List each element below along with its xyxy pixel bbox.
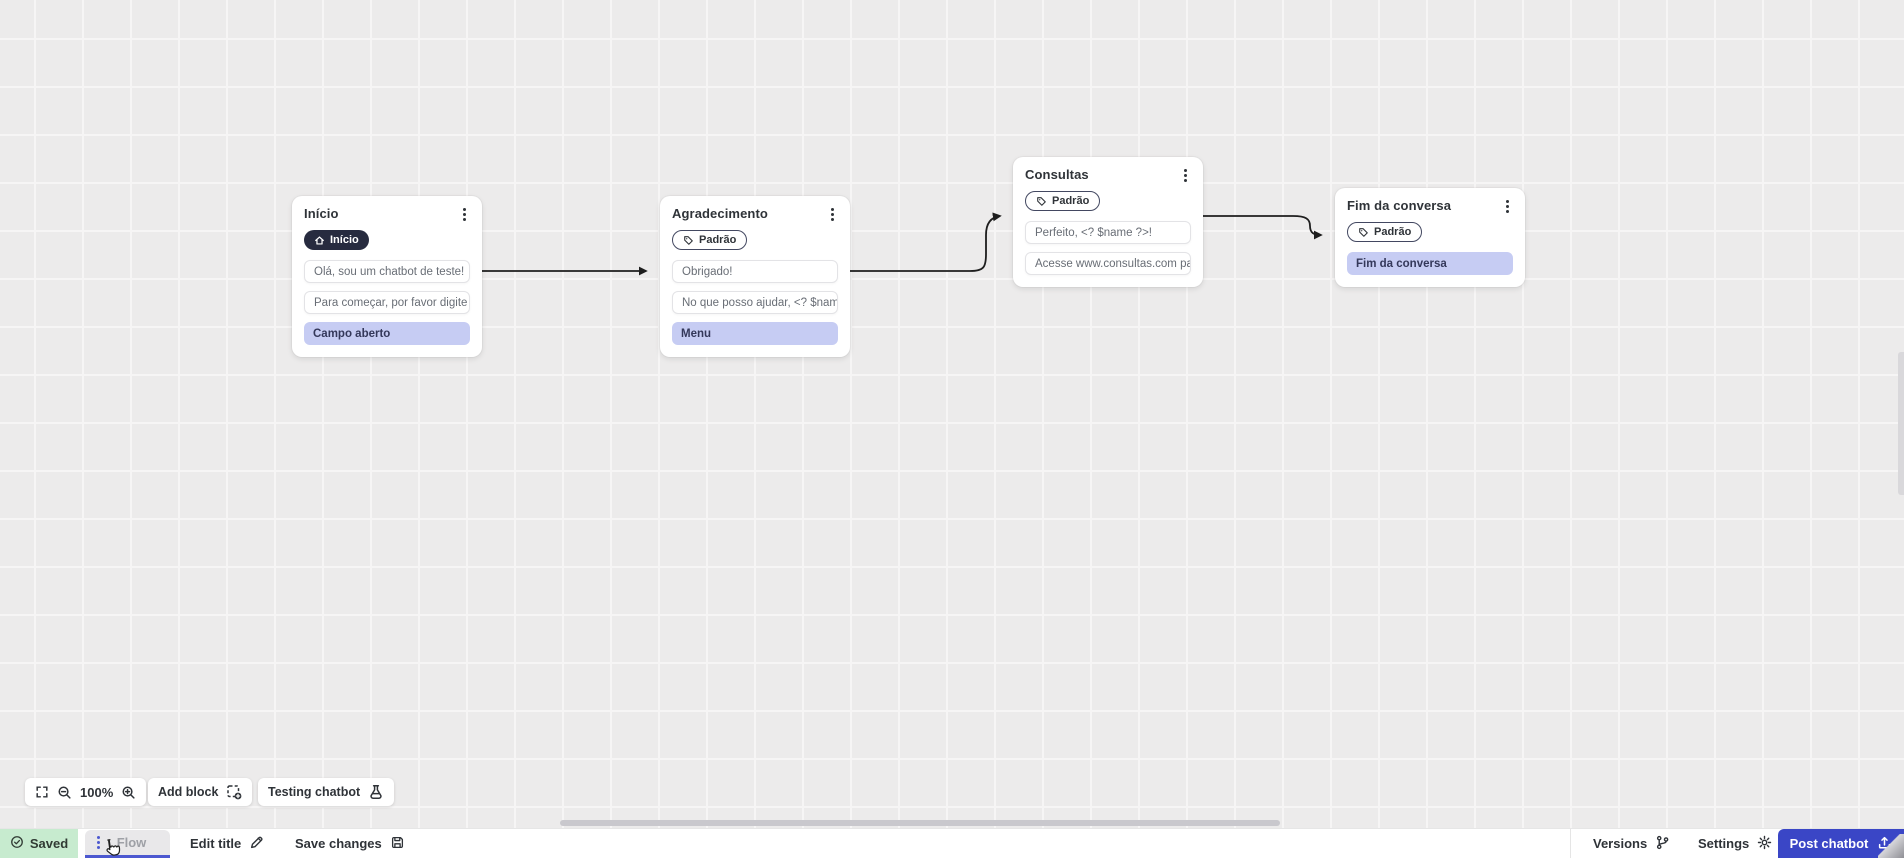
versions-button[interactable]: Versions: [1593, 829, 1670, 858]
save-changes-button[interactable]: Save changes: [295, 829, 405, 858]
testing-chatbot-button[interactable]: Testing chatbot: [258, 778, 395, 806]
node-menu-icon[interactable]: [827, 206, 838, 223]
block-text[interactable]: Acesse www.consultas.com par...: [1025, 252, 1191, 275]
group-badge: Padrão: [1347, 222, 1423, 242]
pencil-icon: [249, 835, 264, 853]
window-corner-fold: [1878, 834, 1904, 858]
home-icon: [315, 235, 324, 245]
check-circle-icon: [10, 835, 24, 852]
block-text[interactable]: Perfeito, <? $name ?>!: [1025, 221, 1191, 244]
git-branch-icon: [1655, 835, 1670, 853]
node-menu-icon[interactable]: [1502, 198, 1513, 215]
flow-node-consultas[interactable]: Consultas Padrão Perfeito, <? $name ?>! …: [1013, 157, 1203, 287]
block-input[interactable]: Campo aberto: [304, 322, 470, 345]
add-block-icon: [226, 784, 242, 800]
flow-menu-icon[interactable]: [93, 834, 104, 851]
block-input[interactable]: Menu: [672, 322, 838, 345]
fullscreen-icon[interactable]: [35, 785, 49, 799]
block-text[interactable]: Para começar, por favor digite o ...: [304, 291, 470, 314]
zoom-level: 100%: [80, 784, 114, 800]
horizontal-scrollbar[interactable]: [560, 820, 1280, 826]
block-input[interactable]: Fim da conversa: [1347, 252, 1513, 275]
tag-icon: [1037, 196, 1046, 206]
save-icon: [390, 835, 405, 853]
group-badge: Padrão: [672, 230, 748, 250]
bar-divider: [1570, 829, 1571, 858]
node-title: Início: [304, 206, 339, 221]
saved-label: Saved: [29, 836, 69, 851]
flow-tab-label: Flow: [116, 835, 147, 850]
gear-icon: [1757, 835, 1772, 853]
settings-button[interactable]: Settings: [1698, 829, 1772, 858]
flow-node-fim[interactable]: Fim da conversa Padrão Fim da conversa: [1335, 188, 1525, 287]
block-text[interactable]: Obrigado!: [672, 260, 838, 283]
edge-agradecimento-consultas: [850, 212, 1002, 272]
saved-status-badge: Saved: [0, 829, 78, 858]
node-menu-icon[interactable]: [1180, 167, 1191, 184]
edge-consultas-fim: [1203, 215, 1323, 240]
block-text[interactable]: No que posso ajudar, <? $name ...: [672, 291, 838, 314]
flow-node-agradecimento[interactable]: Agradecimento Padrão Obrigado! No que po…: [660, 196, 850, 357]
node-title: Consultas: [1025, 167, 1089, 182]
node-menu-icon[interactable]: [459, 206, 470, 223]
node-title: Agradecimento: [672, 206, 768, 221]
flask-icon: [368, 784, 384, 800]
tag-icon: [1359, 227, 1368, 237]
zoom-toolbar: 100%: [25, 778, 147, 806]
add-block-button[interactable]: Add block: [148, 778, 253, 806]
flow-node-inicio[interactable]: Início Início Olá, sou um chatbot de tes…: [292, 196, 482, 357]
zoom-out-icon[interactable]: [57, 785, 72, 800]
edit-title-button[interactable]: Edit title: [190, 829, 264, 858]
tag-icon: [684, 235, 693, 245]
tab-flow[interactable]: Flow: [85, 830, 170, 858]
vertical-scrollbar[interactable]: [1898, 352, 1904, 495]
zoom-in-icon[interactable]: [121, 785, 136, 800]
group-badge: Padrão: [1025, 191, 1101, 211]
bottom-bar: Saved Flow Edit title Save changes Versi…: [0, 828, 1904, 858]
block-text[interactable]: Olá, sou um chatbot de teste!: [304, 260, 470, 283]
start-badge: Início: [304, 230, 369, 250]
node-title: Fim da conversa: [1347, 198, 1452, 213]
